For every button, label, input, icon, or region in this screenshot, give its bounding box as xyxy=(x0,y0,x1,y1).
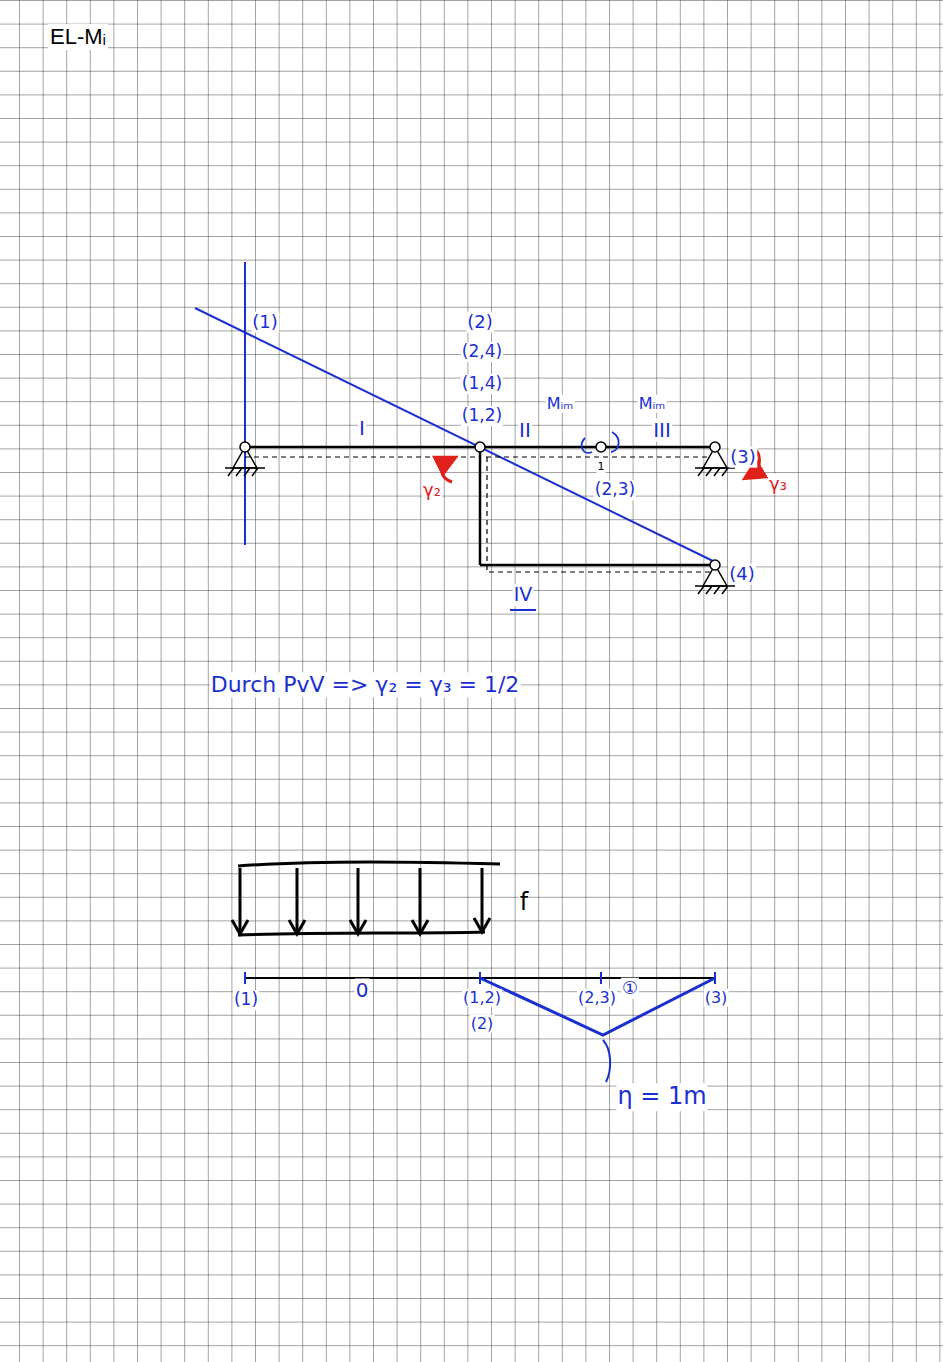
pole-number: (1,2) xyxy=(462,989,502,1007)
pole-number: (1) xyxy=(251,312,279,333)
point-number: 1 xyxy=(597,461,606,474)
note: Durch PvV => γ₂ = γ₃ = 1/2 xyxy=(210,672,521,697)
pole-number: (2,3) xyxy=(594,480,636,500)
hinge xyxy=(240,442,720,570)
pole-line xyxy=(244,262,246,545)
pole-number: (1,2) xyxy=(461,406,503,426)
part-number: IV xyxy=(513,584,534,606)
callout-number: ① xyxy=(621,978,639,999)
pole-number: (1,4) xyxy=(461,374,503,394)
part-number: III xyxy=(652,419,672,442)
part-number: I xyxy=(358,417,366,440)
title: EL-Mᵢ xyxy=(48,24,108,50)
pole-number: (4) xyxy=(728,564,756,585)
pole-line xyxy=(195,308,715,562)
pole-number: (1) xyxy=(233,990,259,1010)
value-label: η = 1m xyxy=(616,1083,707,1111)
load-label: f xyxy=(519,889,529,917)
pole-number: (3) xyxy=(704,989,729,1007)
rotation-arrow xyxy=(442,461,452,482)
pin-support xyxy=(225,447,735,594)
rotation-label: γ₂ xyxy=(422,480,442,501)
pole-number: (2) xyxy=(466,312,494,333)
influence-line xyxy=(480,978,715,1035)
distributed-load xyxy=(232,862,500,935)
pole-number: (2,4) xyxy=(461,342,503,362)
frame-structure xyxy=(245,447,715,572)
pole-number: (2) xyxy=(470,1015,495,1033)
pole-number: (2,3) xyxy=(577,989,617,1007)
rotation-label: γ₃ xyxy=(768,474,788,495)
pole-number: (3) xyxy=(729,447,757,468)
moment-arrow xyxy=(611,432,619,452)
underline xyxy=(510,609,536,611)
value-label: 0 xyxy=(355,979,370,1002)
moment-label: Mᵢₘ xyxy=(546,395,575,413)
moment-arrow xyxy=(582,438,592,453)
moment-label: Mᵢₘ xyxy=(638,395,667,413)
leader-line xyxy=(603,1040,610,1082)
part-number: II xyxy=(518,419,532,442)
